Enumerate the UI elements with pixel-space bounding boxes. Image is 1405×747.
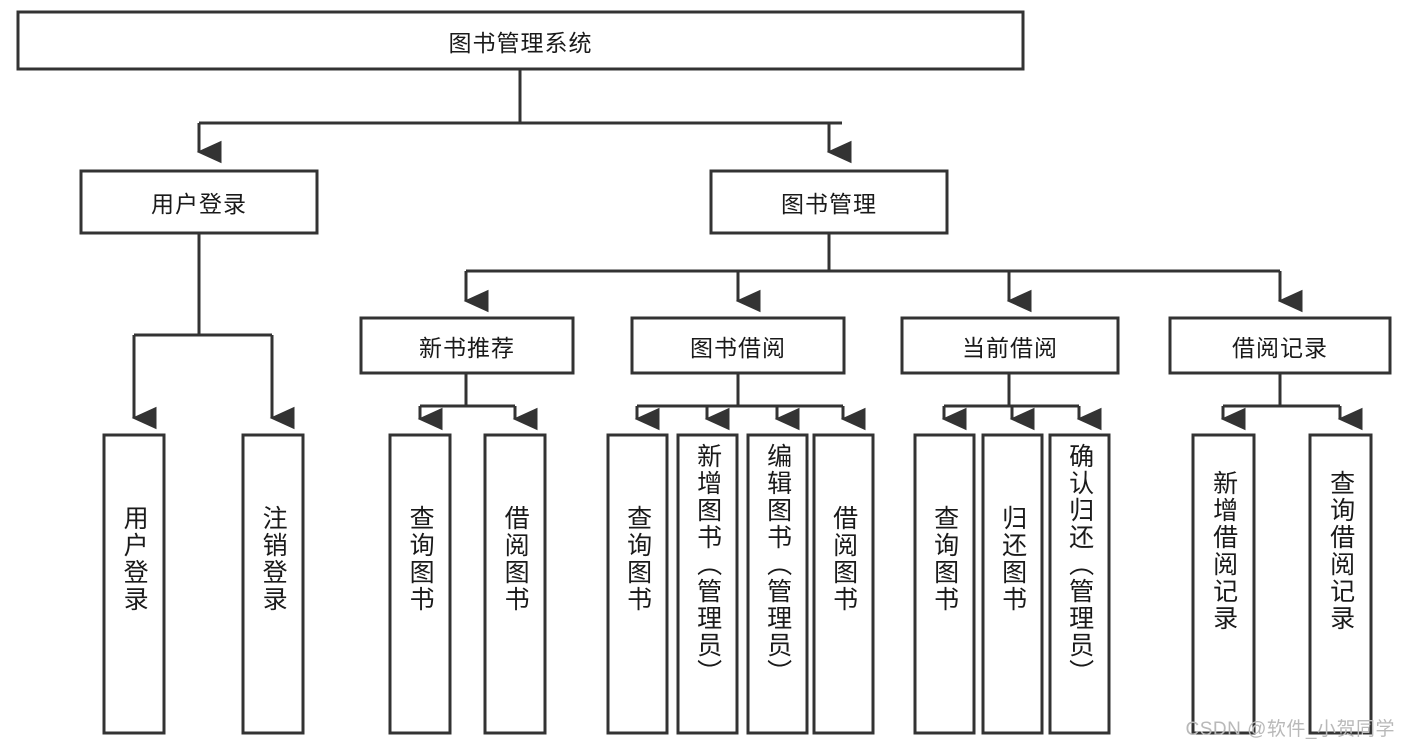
node-user-login[interactable] (79, 169, 319, 235)
connector-current-borrow-to-leaves (941, 373, 1102, 431)
node-leaf-user-login[interactable] (102, 433, 166, 735)
node-leaf-borrow-book-2[interactable] (812, 433, 875, 735)
connector-borrow-record-to-leaves (1220, 373, 1363, 431)
watermark-text: CSDN @软件_小贺同学 (1185, 719, 1395, 740)
node-root[interactable] (16, 10, 1025, 71)
node-leaf-borrow-book-1[interactable] (483, 433, 547, 735)
node-leaf-user-logout[interactable] (241, 433, 305, 735)
node-leaf-return-book[interactable] (981, 433, 1044, 735)
node-leaf-confirm-return[interactable] (1048, 433, 1111, 735)
node-leaf-query-book-3[interactable] (913, 433, 976, 735)
node-new-book-recommend[interactable] (359, 316, 575, 375)
connector-root-to-level2 (196, 69, 852, 164)
node-leaf-add-book[interactable] (676, 433, 739, 735)
connector-book-manage-to-level3 (463, 233, 1303, 313)
node-borrow-record[interactable] (1168, 316, 1392, 375)
node-leaf-edit-book[interactable] (746, 433, 809, 735)
node-leaf-query-book-2[interactable] (606, 433, 669, 735)
node-book-manage[interactable] (709, 169, 949, 235)
node-leaf-query-record[interactable] (1308, 433, 1373, 735)
connector-book-borrow-to-leaves (634, 373, 866, 431)
node-book-borrow[interactable] (630, 316, 846, 375)
connector-new-book-recommend-to-leaves (417, 373, 538, 431)
connector-user-login-to-leaves (131, 233, 295, 430)
node-current-borrow[interactable] (900, 316, 1120, 375)
node-leaf-query-book-1[interactable] (388, 433, 452, 735)
node-leaf-add-record[interactable] (1191, 433, 1256, 735)
